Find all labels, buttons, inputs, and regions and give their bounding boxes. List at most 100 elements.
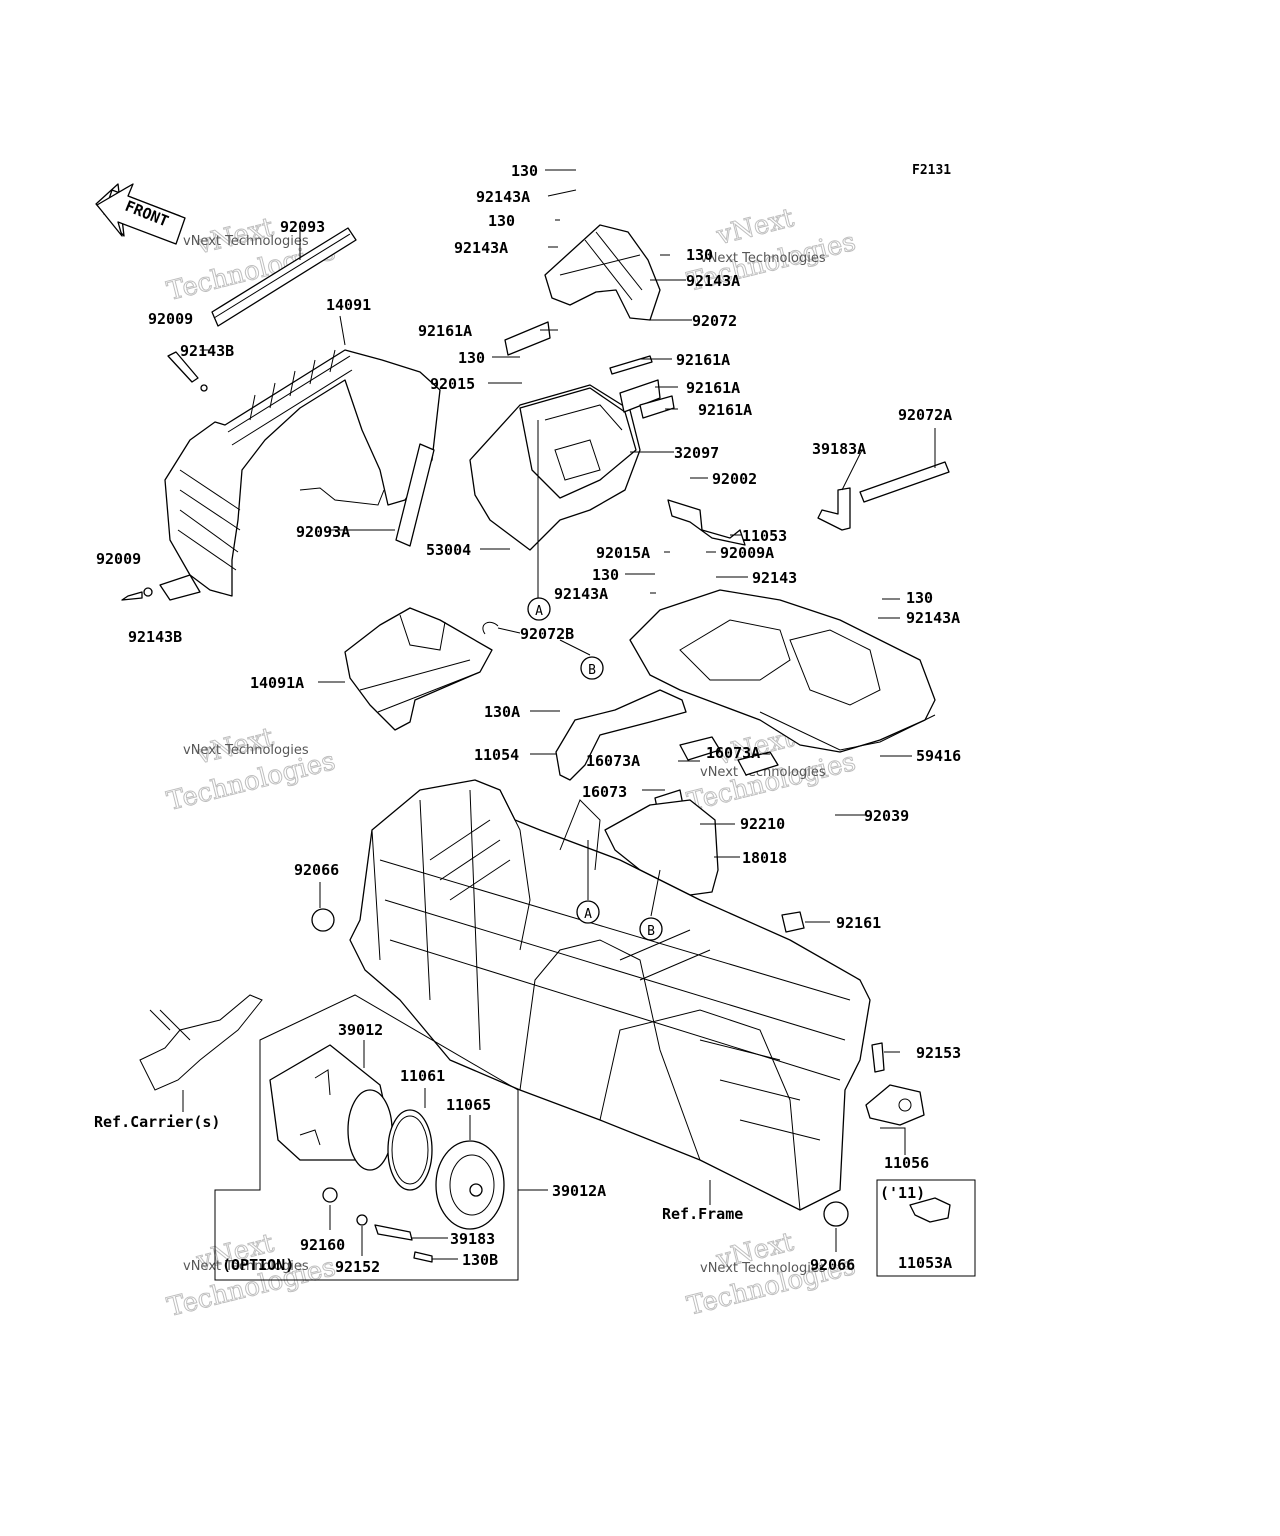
label-92152: 92152 <box>335 1258 380 1276</box>
label-16073A: 16073A <box>706 744 760 762</box>
box-11053A <box>876 1179 976 1277</box>
watermark-small: vNext Technologies <box>700 1261 826 1276</box>
watermark-small: vNext Technologies <box>183 743 309 758</box>
watermark-small: vNext Technologies <box>700 251 826 266</box>
label-92009: 92009 <box>96 550 141 568</box>
label-130: 130 <box>906 589 933 607</box>
label-92153: 92153 <box>916 1044 961 1062</box>
callout-a-2: A <box>576 900 600 924</box>
label-92072A: 92072A <box>898 406 952 424</box>
plate-11056 <box>865 1084 925 1126</box>
airbox-39012 <box>269 1044 393 1203</box>
rear-tray-59416 <box>629 589 936 753</box>
bolt-92009-upper <box>167 351 208 392</box>
bracket-39183 <box>374 1224 413 1241</box>
strap-92072A <box>859 461 950 503</box>
label-92072B: 92072B <box>520 625 574 643</box>
label-14091A: 14091A <box>250 674 304 692</box>
watermark-small: vNext Technologies <box>700 765 826 780</box>
label-130: 130 <box>511 162 538 180</box>
label-11065: 11065 <box>446 1096 491 1114</box>
label-92143: 92143 <box>752 569 797 587</box>
label-59416: 59416 <box>916 747 961 765</box>
label-92143A: 92143A <box>686 272 740 290</box>
label-92161A: 92161A <box>698 401 752 419</box>
label-92161A: 92161A <box>676 351 730 369</box>
label-92009A: 92009A <box>720 544 774 562</box>
label-11053A: 11053A <box>898 1254 952 1272</box>
washer-92152 <box>356 1214 368 1226</box>
ring-11061 <box>387 1109 433 1191</box>
label-ref-frame: Ref.Frame <box>662 1205 743 1223</box>
label-92015: 92015 <box>430 375 475 393</box>
label-92143B: 92143B <box>128 628 182 646</box>
callout-b-2: B <box>639 917 663 941</box>
pad-16073A-2 <box>737 751 779 776</box>
pad-16073A-1 <box>679 736 721 761</box>
label-11053: 11053 <box>742 527 787 545</box>
label-92093: 92093 <box>280 218 325 236</box>
callout-b-1: B <box>580 656 604 680</box>
watermark-small: vNext Technologies <box>183 234 309 249</box>
label-39183A: 39183A <box>812 440 866 458</box>
bracket-11053A <box>909 1197 951 1223</box>
label-130: 130 <box>592 566 619 584</box>
label-option: (OPTION) <box>222 1256 294 1274</box>
main-frame <box>349 779 871 1211</box>
label-39012: 39012 <box>338 1021 383 1039</box>
label-92072: 92072 <box>692 312 737 330</box>
seal-strip-92093 <box>211 227 357 327</box>
label-92161A: 92161A <box>686 379 740 397</box>
pad-92161A-1 <box>504 321 551 356</box>
label-92093A: 92093A <box>296 523 350 541</box>
label-39012A: 39012A <box>552 1182 606 1200</box>
label-92002: 92002 <box>712 470 757 488</box>
bolt-130B <box>413 1251 433 1263</box>
label-53004: 53004 <box>426 541 471 559</box>
bracket-39183A <box>817 487 851 531</box>
label-92143A: 92143A <box>554 585 608 603</box>
label-11054: 11054 <box>474 746 519 764</box>
label-14091: 14091 <box>326 296 371 314</box>
watermark-small: vNext Technologies <box>183 1259 309 1274</box>
label-92066: 92066 <box>294 861 339 879</box>
label-18018: 18018 <box>742 849 787 867</box>
pad-92161A-2 <box>609 355 653 375</box>
box-32097 <box>469 384 641 551</box>
label-16073A: 16073A <box>586 752 640 770</box>
label-130: 130 <box>458 349 485 367</box>
label-32097: 32097 <box>674 444 719 462</box>
leader-lines <box>182 169 936 1260</box>
label-year-11: ('11) <box>880 1184 925 1202</box>
svg-text:A: A <box>535 604 543 619</box>
svg-text:A: A <box>584 907 592 922</box>
label-92143A: 92143A <box>476 188 530 206</box>
label-130A: 130A <box>484 703 520 721</box>
svg-text:B: B <box>647 924 655 939</box>
bolt-92153 <box>871 1042 885 1073</box>
label-130B: 130B <box>462 1251 498 1269</box>
cover-14091A <box>344 607 493 731</box>
bumper-92066-right <box>823 1201 849 1227</box>
figure-code: F2131 <box>912 163 951 178</box>
seal-92093A <box>395 443 435 547</box>
pad-92161A-3 <box>619 379 661 413</box>
label-11056: 11056 <box>884 1154 929 1172</box>
label-92015A: 92015A <box>596 544 650 562</box>
bracket-92072 <box>544 224 661 321</box>
bumper-92066-left <box>311 908 335 932</box>
front-arrow-icon: FRONT <box>95 183 186 245</box>
label-11061: 11061 <box>400 1067 445 1085</box>
label-92039: 92039 <box>864 807 909 825</box>
label-130: 130 <box>686 246 713 264</box>
label-16073: 16073 <box>582 783 627 801</box>
label-92161A: 92161A <box>418 322 472 340</box>
clamp-92072B <box>482 621 499 635</box>
bracket-11054 <box>555 689 687 781</box>
shield-18018 <box>604 799 719 896</box>
part-labels: 130 92143A 130 92143A 130 92143A 92072 9… <box>94 162 961 1276</box>
option-box <box>214 994 519 1281</box>
label-92161: 92161 <box>836 914 881 932</box>
label-92160: 92160 <box>300 1236 345 1254</box>
